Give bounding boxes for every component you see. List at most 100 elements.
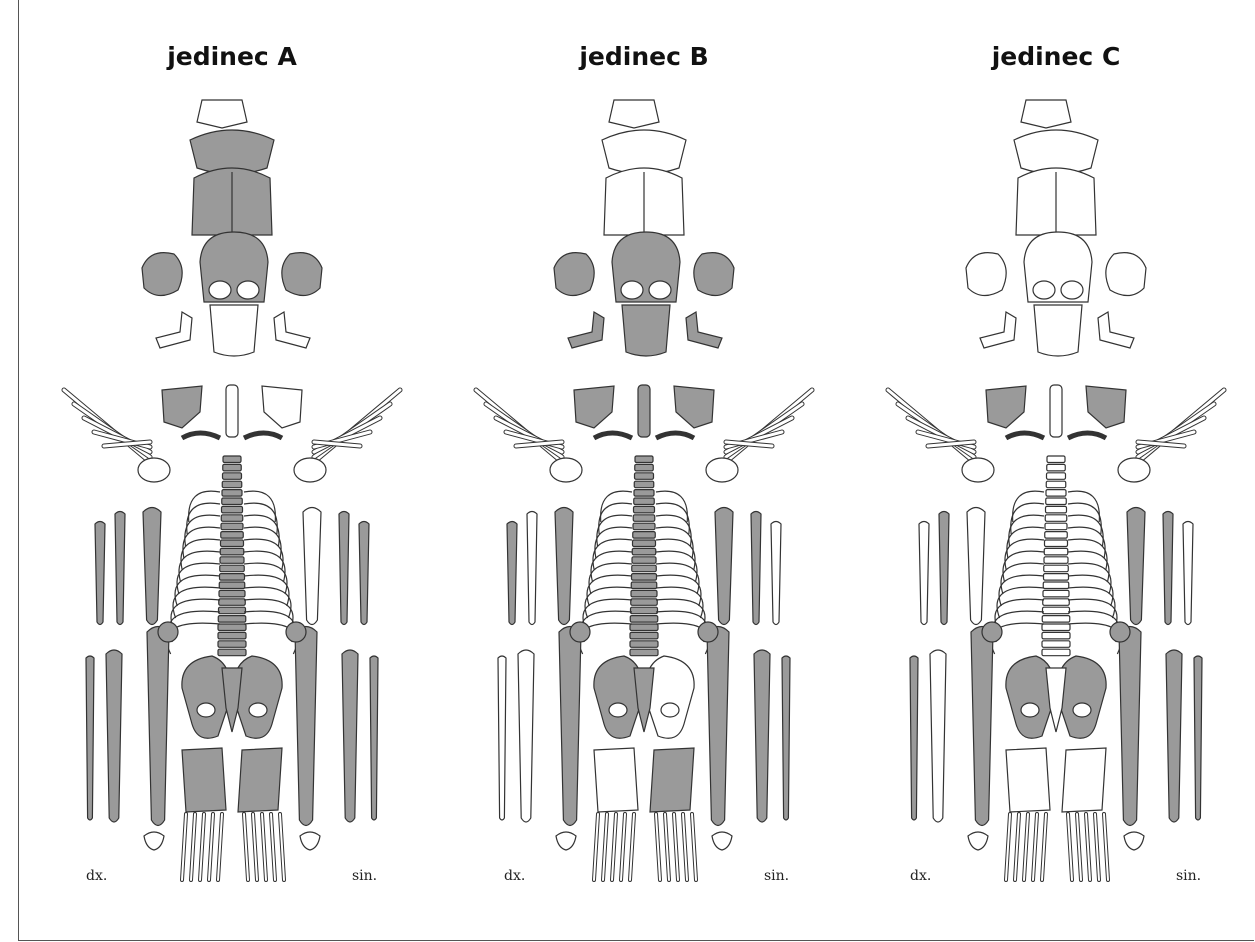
vertebra	[1043, 599, 1070, 606]
vertebral-column	[630, 456, 658, 656]
femoral-head-sin	[1110, 622, 1130, 642]
patella-dx	[144, 832, 164, 850]
mandible-ramus-dx	[156, 312, 192, 348]
radius-dx	[507, 522, 517, 625]
rib-dx	[181, 539, 220, 570]
clavicle-dx	[182, 433, 220, 438]
panel-jedinec-b: jedinec B dx. sin.	[434, 0, 854, 942]
carpals-dx	[962, 458, 994, 482]
rib-sin	[1068, 539, 1107, 570]
sacrum	[1046, 668, 1066, 732]
fibula-dx	[498, 656, 506, 820]
patella-sin	[300, 832, 320, 850]
rib-sin	[244, 527, 281, 558]
rib-sin	[1068, 527, 1105, 558]
orbit-sin	[1061, 281, 1083, 299]
rib-dx	[597, 515, 632, 546]
vertebra	[631, 607, 658, 614]
vertebra	[632, 557, 656, 564]
vertebra	[632, 565, 657, 572]
scapula-dx	[986, 386, 1026, 428]
tarsals-dx	[594, 748, 638, 812]
rib-sin	[244, 563, 287, 594]
vertebra	[635, 473, 654, 480]
rib-sin	[1068, 599, 1117, 630]
femoral-head-sin	[286, 622, 306, 642]
femur-dx	[147, 627, 169, 826]
vertebra	[1043, 590, 1069, 597]
vertebral-column	[218, 456, 246, 656]
tarsals-sin	[238, 748, 282, 812]
tarsals-sin	[1062, 748, 1106, 812]
femoral-head-dx	[982, 622, 1002, 642]
fibula-dx	[86, 656, 94, 820]
skeleton-diagram	[434, 0, 854, 942]
rib-sin	[656, 575, 701, 606]
vertebra	[219, 590, 245, 597]
vertebra	[223, 473, 242, 480]
scapula-sin	[1086, 386, 1126, 428]
vertebra	[1045, 523, 1067, 530]
rib-sin	[1068, 491, 1099, 522]
foot-dx	[594, 748, 638, 880]
vertebra	[633, 532, 656, 539]
rib-sin	[656, 491, 687, 522]
temporal-bone-sin	[282, 253, 322, 296]
rib-sin	[244, 503, 277, 534]
vertebra	[1044, 565, 1069, 572]
radius-dx	[919, 522, 929, 625]
rib-dx	[591, 551, 632, 582]
rib-dx	[185, 515, 220, 546]
tibia-sin	[1166, 650, 1182, 822]
humerus-sin	[715, 508, 733, 625]
rib-sin	[244, 515, 279, 546]
femur-sin	[295, 627, 317, 826]
hand-sin	[1118, 390, 1224, 482]
rib-sin	[656, 563, 699, 594]
rib-sin	[244, 575, 289, 606]
femur-dx	[971, 627, 993, 826]
patella-dx	[556, 832, 576, 850]
rib-sin	[656, 587, 703, 618]
vertebra	[1044, 557, 1068, 564]
hand-sin	[294, 390, 400, 482]
vertebra	[633, 523, 655, 530]
vertebra	[222, 490, 242, 497]
sternum	[1050, 385, 1062, 437]
vertebra	[630, 616, 658, 623]
vertebra	[1045, 532, 1068, 539]
foot-sin	[238, 748, 284, 880]
vertebra	[1044, 548, 1068, 555]
temporal-bone-sin	[694, 253, 734, 296]
humerus-dx	[555, 508, 573, 625]
vertebra	[221, 532, 244, 539]
vertebra	[634, 481, 654, 488]
vertebra	[632, 574, 657, 581]
carpals-sin	[706, 458, 738, 482]
rib-dx	[997, 587, 1044, 618]
mandible-ramus-dx	[568, 312, 604, 348]
vertebra	[630, 632, 658, 639]
vertebra	[1043, 582, 1069, 589]
rib-dx	[1009, 515, 1044, 546]
panel-jedinec-a: jedinec A dx. sin.	[22, 0, 442, 942]
rib-sin	[244, 587, 291, 618]
vertebra	[630, 624, 658, 631]
vertebra	[630, 641, 658, 648]
vertebra	[631, 582, 657, 589]
radius-sin	[771, 522, 781, 625]
patella-sin	[1124, 832, 1144, 850]
vertebra	[218, 632, 246, 639]
rib-sin	[1068, 563, 1111, 594]
vertebra	[222, 498, 243, 505]
fibula-sin	[1194, 656, 1202, 820]
femoral-head-dx	[158, 622, 178, 642]
clavicle-sin	[1068, 433, 1106, 438]
vertebra	[1043, 607, 1070, 614]
carpals-sin	[294, 458, 326, 482]
rib-dx	[1011, 503, 1044, 534]
rib-dx	[187, 503, 220, 534]
sternum	[226, 385, 238, 437]
obturator-dx	[197, 703, 215, 717]
sphenoid-bone	[197, 100, 247, 128]
